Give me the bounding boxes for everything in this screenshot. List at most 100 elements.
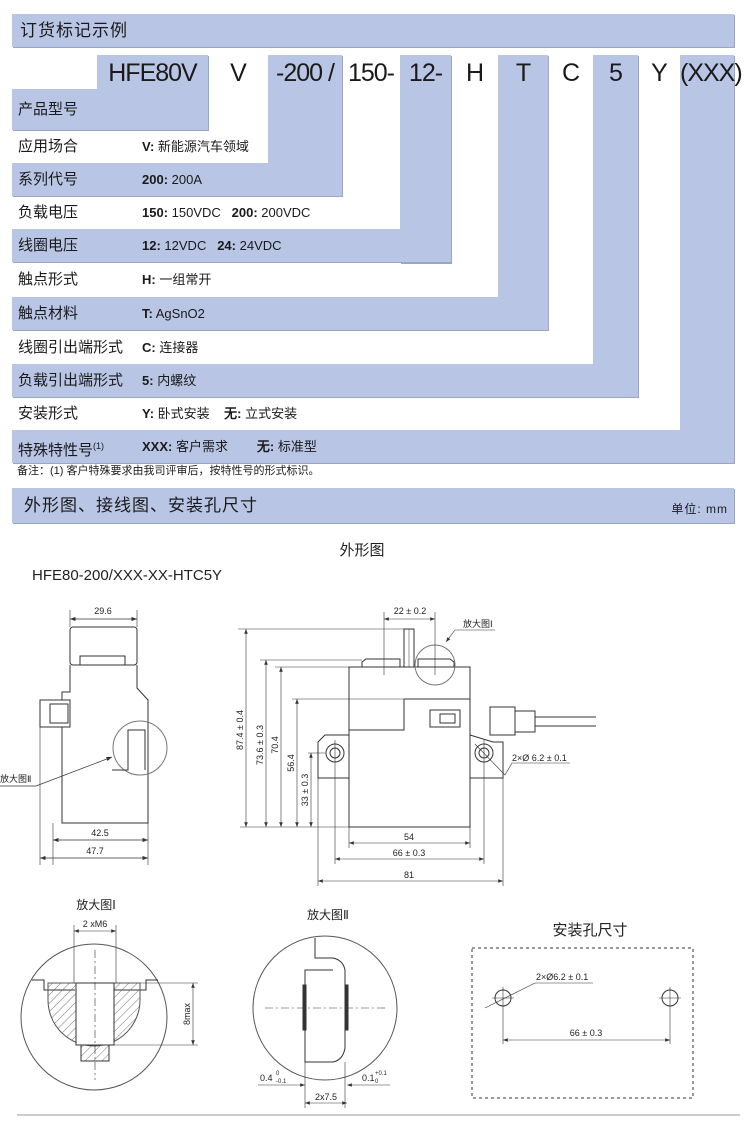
detail-2: 放大图Ⅱ 0.4 0 -0.1 0.1 +0.1 0 2x7.5 bbox=[252, 907, 398, 1108]
dim-height-704: 70.4 bbox=[270, 736, 280, 754]
footnote-mark: (1) bbox=[93, 441, 105, 451]
depth-spec: 8max bbox=[182, 1003, 192, 1026]
dim-width-81: 81 bbox=[404, 870, 414, 880]
left-tolerance-lower: -0.1 bbox=[276, 1079, 287, 1085]
option-key: T: bbox=[142, 306, 153, 321]
code-part: V bbox=[230, 59, 247, 87]
option-key: Y: bbox=[142, 406, 155, 421]
pitch-spec: 2x7.5 bbox=[315, 1092, 337, 1102]
option-key: H: bbox=[142, 272, 156, 287]
row-label: 触点形式 bbox=[18, 271, 79, 288]
option-text: 内螺纹 bbox=[157, 373, 197, 388]
callout-detail-1: 放大图Ⅰ bbox=[463, 618, 493, 629]
option-text: 200VDC bbox=[261, 205, 311, 220]
row-label: 线圈电压 bbox=[18, 237, 79, 254]
dim-width-inner: 42.5 bbox=[91, 828, 109, 838]
row-label: 安装形式 bbox=[18, 405, 79, 422]
option-key: 无: bbox=[256, 439, 275, 454]
option-key: 200: bbox=[231, 205, 258, 220]
side-view: 29.6 42.5 47.7 放大图Ⅱ bbox=[0, 606, 168, 865]
dim-height-874: 87.4 ± 0.4 bbox=[235, 710, 245, 750]
model-label: HFE80-200/XXX-XX-HTC5Y bbox=[32, 567, 222, 584]
option-key: 24: bbox=[217, 238, 236, 253]
row-label: 应用场合 bbox=[18, 138, 79, 155]
row-mounting: 安装形式 Y: 卧式安装 无: 立式安装 bbox=[12, 397, 680, 430]
row-label: 线圈引出端形式 bbox=[18, 339, 124, 356]
option-text: 连接器 bbox=[159, 340, 199, 355]
col-load-term bbox=[593, 55, 638, 397]
dim-height-736: 73.6 ± 0.3 bbox=[255, 725, 265, 765]
dim-width-top: 29.6 bbox=[94, 606, 112, 616]
option-key: 150: bbox=[142, 205, 169, 220]
option-key: XXX: bbox=[142, 439, 173, 454]
row-label: 负载电压 bbox=[18, 204, 79, 221]
detail-1-title: 放大图Ⅰ bbox=[76, 897, 116, 912]
option-text: 标准型 bbox=[277, 439, 317, 454]
code-part: T bbox=[515, 59, 531, 87]
row-load-voltage: 负载电压 150: 150VDC 200: 200VDC bbox=[12, 196, 400, 229]
row-label: 系列代号 bbox=[18, 171, 79, 188]
dim-terminal-spacing: 22 ± 0.2 bbox=[394, 606, 426, 616]
code-part: Y bbox=[651, 59, 668, 87]
detail-1: 放大图Ⅰ 2 xM6 8max bbox=[20, 897, 198, 1091]
dim-width-66: 66 ± 0.3 bbox=[393, 848, 425, 858]
row-label: 特殊特性号 bbox=[18, 442, 94, 459]
footnote: 备注：(1) 客户特殊要求由我司评审后，按特性号的形式标识。 bbox=[17, 465, 320, 477]
row-coil-voltage: 线圈电压 12: 12VDC 24: 24VDC bbox=[12, 229, 451, 262]
option-text: AgSnO2 bbox=[155, 306, 205, 321]
mounting-title: 安装孔尺寸 bbox=[552, 922, 627, 939]
option-key: 200: bbox=[142, 172, 169, 187]
row-label: 负载引出端形式 bbox=[18, 372, 124, 389]
option-key: 12: bbox=[142, 238, 161, 253]
outline-title: 外形图 bbox=[339, 542, 384, 559]
code-part: 150- bbox=[347, 59, 395, 87]
row-label: 触点材料 bbox=[18, 305, 79, 322]
mounting-holes: 安装孔尺寸 2×Ø6.2 ± 0.1 66 ± 0.3 bbox=[471, 922, 694, 1099]
right-tolerance-lower: 0 bbox=[375, 1079, 379, 1085]
option-text: 卧式安装 bbox=[157, 406, 210, 421]
dim-hole: 2×Ø 6.2 ± 0.1 bbox=[512, 753, 567, 763]
mounting-hole-spec: 2×Ø6.2 ± 0.1 bbox=[536, 972, 588, 982]
row-label: 产品型号 bbox=[18, 101, 79, 118]
row-product: 产品型号 bbox=[12, 89, 208, 130]
code-part: HFE80V bbox=[108, 59, 197, 87]
option-text: 立式安装 bbox=[245, 406, 298, 421]
order-example-header: 订货标记示例 bbox=[12, 14, 734, 47]
unit-label: 单位: mm bbox=[671, 502, 728, 516]
thread-spec: 2 xM6 bbox=[83, 919, 108, 929]
option-text: 24VDC bbox=[239, 238, 282, 253]
option-key: 5: bbox=[142, 373, 154, 388]
row-contact-form: 触点形式 H: 一组常开 bbox=[12, 263, 498, 296]
option-text: 客户需求 bbox=[175, 439, 228, 454]
detail-2-title: 放大图Ⅱ bbox=[307, 907, 349, 922]
option-text: 新能源汽车领域 bbox=[157, 139, 249, 154]
left-tolerance: 0.4 bbox=[260, 1073, 273, 1083]
option-text: 200A bbox=[171, 172, 203, 187]
row-series: 系列代号 200: 200A bbox=[12, 163, 342, 196]
option-text: 一组常开 bbox=[159, 272, 212, 287]
row-contact-material: 触点材料 T: AgSnO2 bbox=[12, 297, 548, 330]
dim-height-33: 33 ± 0.3 bbox=[300, 774, 310, 806]
col-special bbox=[680, 55, 734, 463]
option-text: 12VDC bbox=[164, 238, 207, 253]
row-application: 应用场合 V: 新能源汽车领域 bbox=[12, 130, 268, 163]
front-view: 22 ± 0.2 放大图Ⅰ 87.4 ± 0.4 73.6 ± 0.3 70.4… bbox=[235, 606, 596, 886]
option-text: 150VDC bbox=[171, 205, 221, 220]
dim-width-outer: 47.7 bbox=[86, 846, 104, 856]
code-part: 5 bbox=[609, 59, 623, 87]
right-tolerance: 0.1 bbox=[362, 1073, 375, 1083]
option-key: V: bbox=[142, 139, 155, 154]
callout-detail-2: 放大图Ⅱ bbox=[0, 773, 31, 784]
dimensions-header: 外形图、接线图、安装孔尺寸单位: mm bbox=[12, 488, 734, 523]
code-part: (XXX) bbox=[680, 59, 743, 87]
row-load-terminal: 负载引出端形式 5: 内螺纹 bbox=[12, 364, 638, 397]
option-key: 无: bbox=[224, 406, 242, 421]
col-coil bbox=[400, 55, 451, 263]
col-material bbox=[498, 55, 548, 330]
dim-width-54: 54 bbox=[404, 832, 414, 842]
right-tolerance-upper: +0.1 bbox=[375, 1071, 388, 1077]
code-part: -200 / bbox=[276, 59, 335, 87]
mounting-spacing: 66 ± 0.3 bbox=[570, 1028, 602, 1038]
